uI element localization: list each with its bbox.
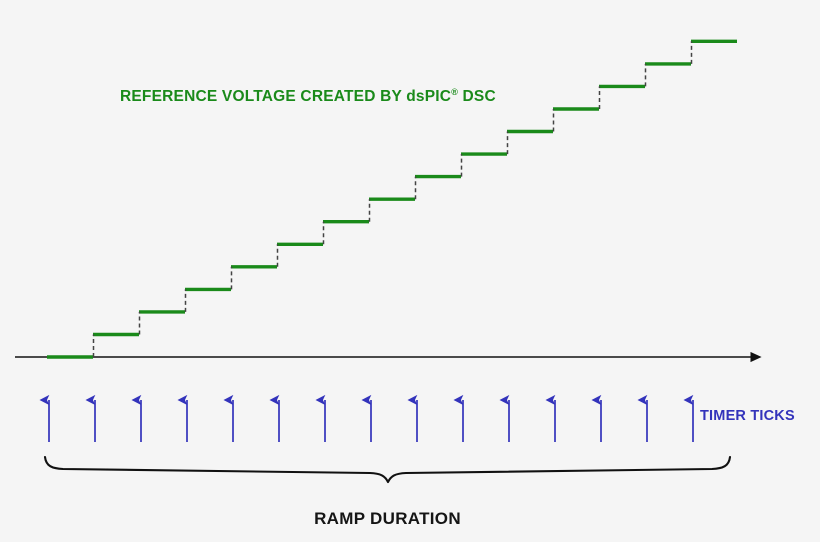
brace-path bbox=[43, 455, 732, 484]
reference-voltage-title-prefix: REFERENCE VOLTAGE CREATED BY dsPIC bbox=[120, 88, 452, 105]
ramp-duration-brace bbox=[43, 455, 732, 484]
registered-trademark-icon: ® bbox=[451, 86, 459, 97]
staircase-risers bbox=[92, 41, 693, 357]
reference-voltage-title-suffix: DSC bbox=[458, 88, 496, 105]
staircase-treads bbox=[47, 39, 737, 359]
ramp-duration-label: RAMP DURATION bbox=[314, 509, 461, 528]
reference-voltage-title: REFERENCE VOLTAGE CREATED BY dsPIC® DSC bbox=[120, 86, 496, 106]
timer-tick-arrows bbox=[39, 394, 694, 442]
staircase-waveform bbox=[47, 39, 737, 359]
timer-ticks-label: TIMER TICKS bbox=[700, 408, 795, 424]
